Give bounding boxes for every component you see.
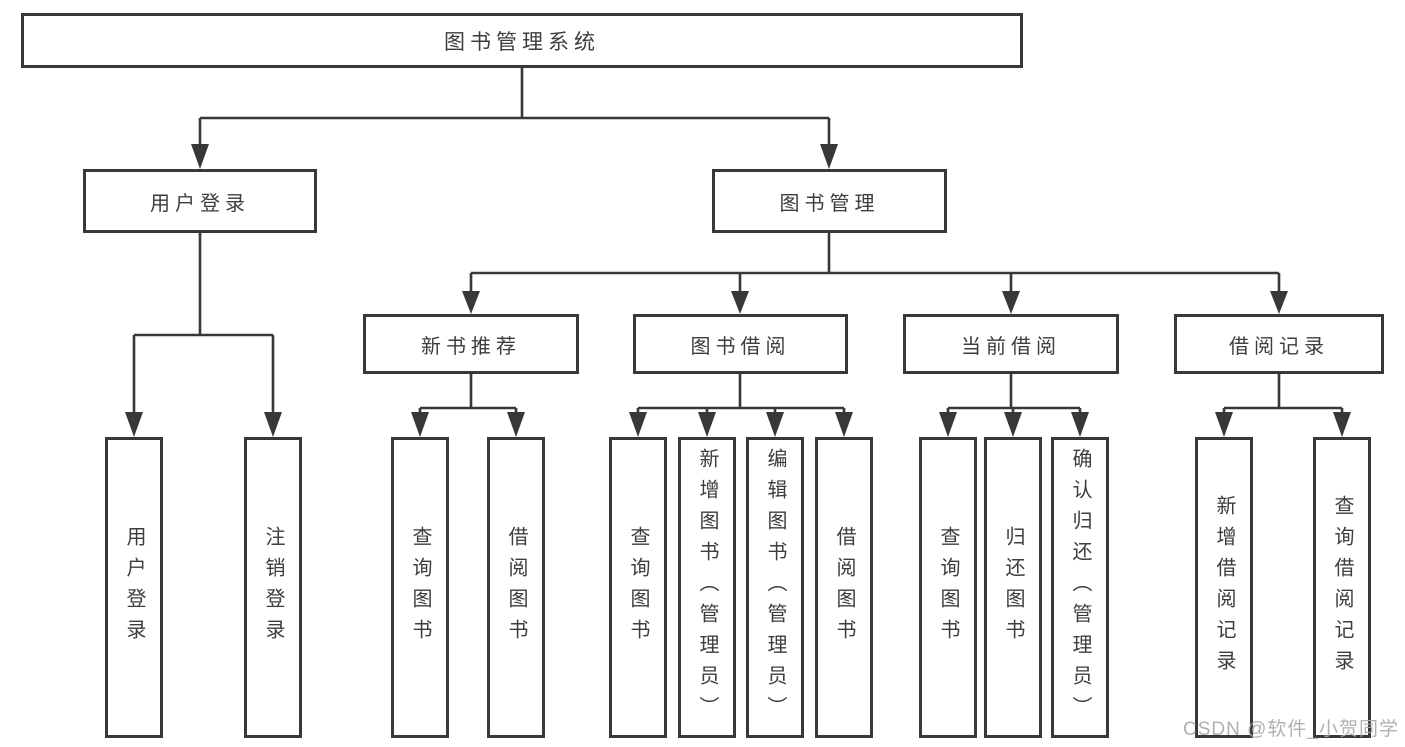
connector-borrow-records [1222,374,1344,415]
arrowhead [835,412,853,437]
node-borrow-records: 借阅记录 [1174,314,1384,374]
leaf-query-books-recommend: 查询图书 [391,437,449,738]
node-book-management: 图书管理 [712,169,947,233]
node-label: 查询借阅记录 [1331,494,1353,681]
arrowhead [1071,412,1089,437]
leaf-query-books: 查询图书 [609,437,667,738]
node-label: 确认归还（管理员） [1069,448,1091,727]
node-label: 用户登录 [123,525,145,650]
node-label: 借阅图书 [833,525,855,650]
leaf-edit-book-admin: 编辑图书（管理员） [746,437,804,738]
connector-user-login [132,233,275,414]
arrowhead [264,412,282,437]
leaf-query-books-current: 查询图书 [919,437,977,738]
node-library-management-system: 图书管理系统 [21,13,1023,68]
node-user-login: 用户登录 [83,169,317,233]
arrowhead [507,412,525,437]
leaf-add-borrow-record: 新增借阅记录 [1195,437,1253,738]
node-label: 查询图书 [937,525,959,650]
node-label: 图书借阅 [690,335,791,358]
arrowhead [1270,291,1288,314]
arrowhead [766,412,784,437]
node-label: 图书管理系统 [444,30,600,54]
arrowhead [939,412,957,437]
connector-strokes [132,68,1344,415]
leaf-borrow-books-recommend: 借阅图书 [487,437,545,738]
leaf-user-login: 用户登录 [105,437,163,738]
arrowhead [411,412,429,437]
leaf-query-borrow-record: 查询借阅记录 [1313,437,1371,738]
node-book-borrow: 图书借阅 [633,314,848,374]
node-label: 当前借阅 [961,335,1061,358]
arrowhead [698,412,716,437]
leaf-logout: 注销登录 [244,437,302,738]
connector-new-book [418,374,518,415]
node-label: 新增图书（管理员） [696,448,718,727]
arrowhead [1004,412,1022,437]
node-label: 注销登录 [262,525,284,650]
arrowhead [1215,412,1233,437]
node-label: 新书推荐 [421,335,521,358]
node-current-borrow: 当前借阅 [903,314,1119,374]
leaf-borrow-books: 借阅图书 [815,437,873,738]
leaf-return-books: 归还图书 [984,437,1042,738]
arrowhead [125,412,143,437]
node-label: 查询图书 [409,525,431,650]
connector-book-management [469,233,1281,293]
arrowhead [191,144,209,169]
arrowhead [820,144,838,169]
connector-book-borrow [636,374,846,415]
csdn-watermark: CSDN @软件_小贺同学 [1183,719,1399,740]
node-label: 图书管理 [779,192,880,215]
node-label: 新增借阅记录 [1213,494,1235,681]
node-label: 用户登录 [150,192,250,215]
node-label: 借阅图书 [505,525,527,650]
node-label: 借阅记录 [1229,335,1329,358]
arrowhead [629,412,647,437]
arrowhead [1002,291,1020,314]
arrowhead [1333,412,1351,437]
node-label: 编辑图书（管理员） [764,448,786,727]
arrowhead [462,291,480,314]
node-label: 查询图书 [627,525,649,650]
connector-current-borrow [946,374,1082,415]
arrowheads [125,144,1351,437]
node-label: 归还图书 [1002,525,1024,650]
connector-root [198,68,831,146]
leaf-confirm-return-admin: 确认归还（管理员） [1051,437,1109,738]
leaf-add-book-admin: 新增图书（管理员） [678,437,736,738]
node-new-book-recommend: 新书推荐 [363,314,579,374]
arrowhead [731,291,749,314]
